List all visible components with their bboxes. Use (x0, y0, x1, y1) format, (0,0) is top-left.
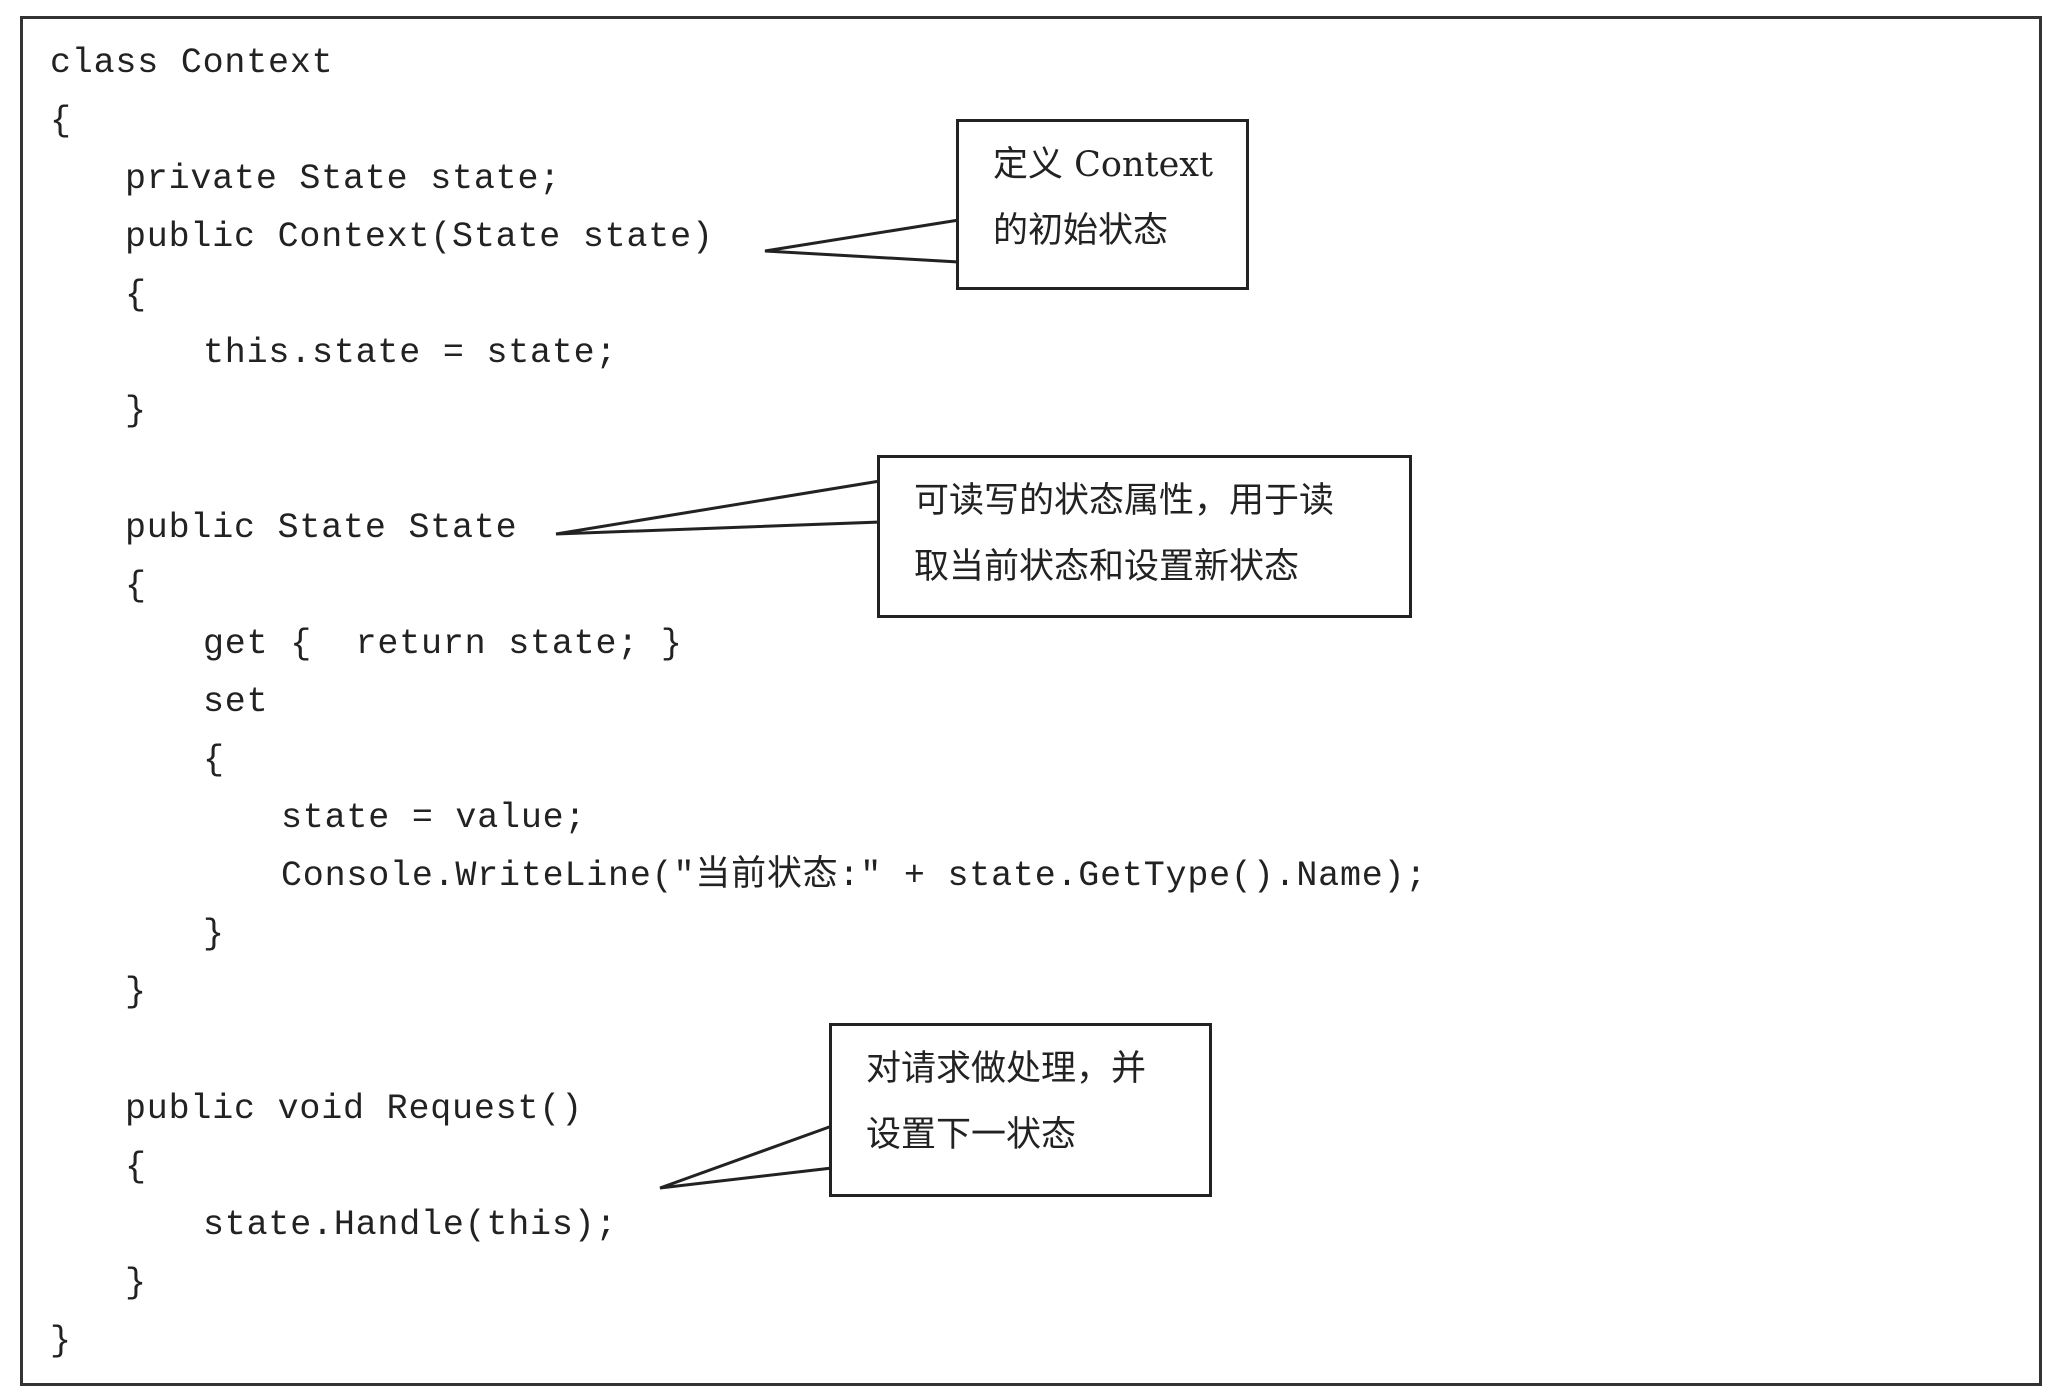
code-line: { (125, 275, 147, 315)
code-line: state = value; (281, 798, 587, 838)
code-line: { (125, 566, 147, 606)
code-frame (20, 16, 2042, 1386)
callout-text: 设置下一状态 (866, 1115, 1077, 1155)
code-line: class Context (50, 43, 334, 83)
callout-text: 对请求做处理，并 (866, 1049, 1147, 1089)
code-line: public State State (125, 508, 518, 548)
code-line: this.state = state; (203, 333, 618, 373)
code-line: { (125, 1147, 147, 1187)
callout-text: 取当前状态和设置新状态 (914, 547, 1300, 587)
callout-constructor: 定义 Context 的初始状态 (956, 119, 1249, 290)
callout-pointer-1 (764, 218, 961, 264)
code-line: } (50, 1321, 72, 1361)
callout-pointer-2 (555, 479, 882, 536)
code-line: } (125, 1263, 147, 1303)
code-line: public Context(State state) (125, 217, 714, 257)
callout-state-property: 可读写的状态属性，用于读 取当前状态和设置新状态 (877, 455, 1412, 618)
code-line: { (203, 740, 225, 780)
code-line: get { return state; } (203, 624, 683, 664)
code-line: { (50, 101, 72, 141)
callout-request: 对请求做处理，并 设置下一状态 (829, 1023, 1212, 1197)
callout-pointer-3 (659, 1123, 834, 1190)
code-line: set (203, 682, 269, 722)
code-line: state.Handle(this); (203, 1205, 618, 1245)
callout-text: 可读写的状态属性，用于读 (914, 481, 1335, 521)
code-line: public void Request() (125, 1089, 583, 1129)
callout-text: 定义 Context (993, 145, 1214, 185)
code-line: } (203, 914, 225, 954)
code-line: } (125, 972, 147, 1012)
code-line: private State state; (125, 159, 562, 199)
callout-text: 的初始状态 (993, 211, 1169, 251)
code-line: } (125, 391, 147, 431)
code-line: Console.WriteLine("当前状态:" + state.GetTyp… (281, 856, 1428, 896)
